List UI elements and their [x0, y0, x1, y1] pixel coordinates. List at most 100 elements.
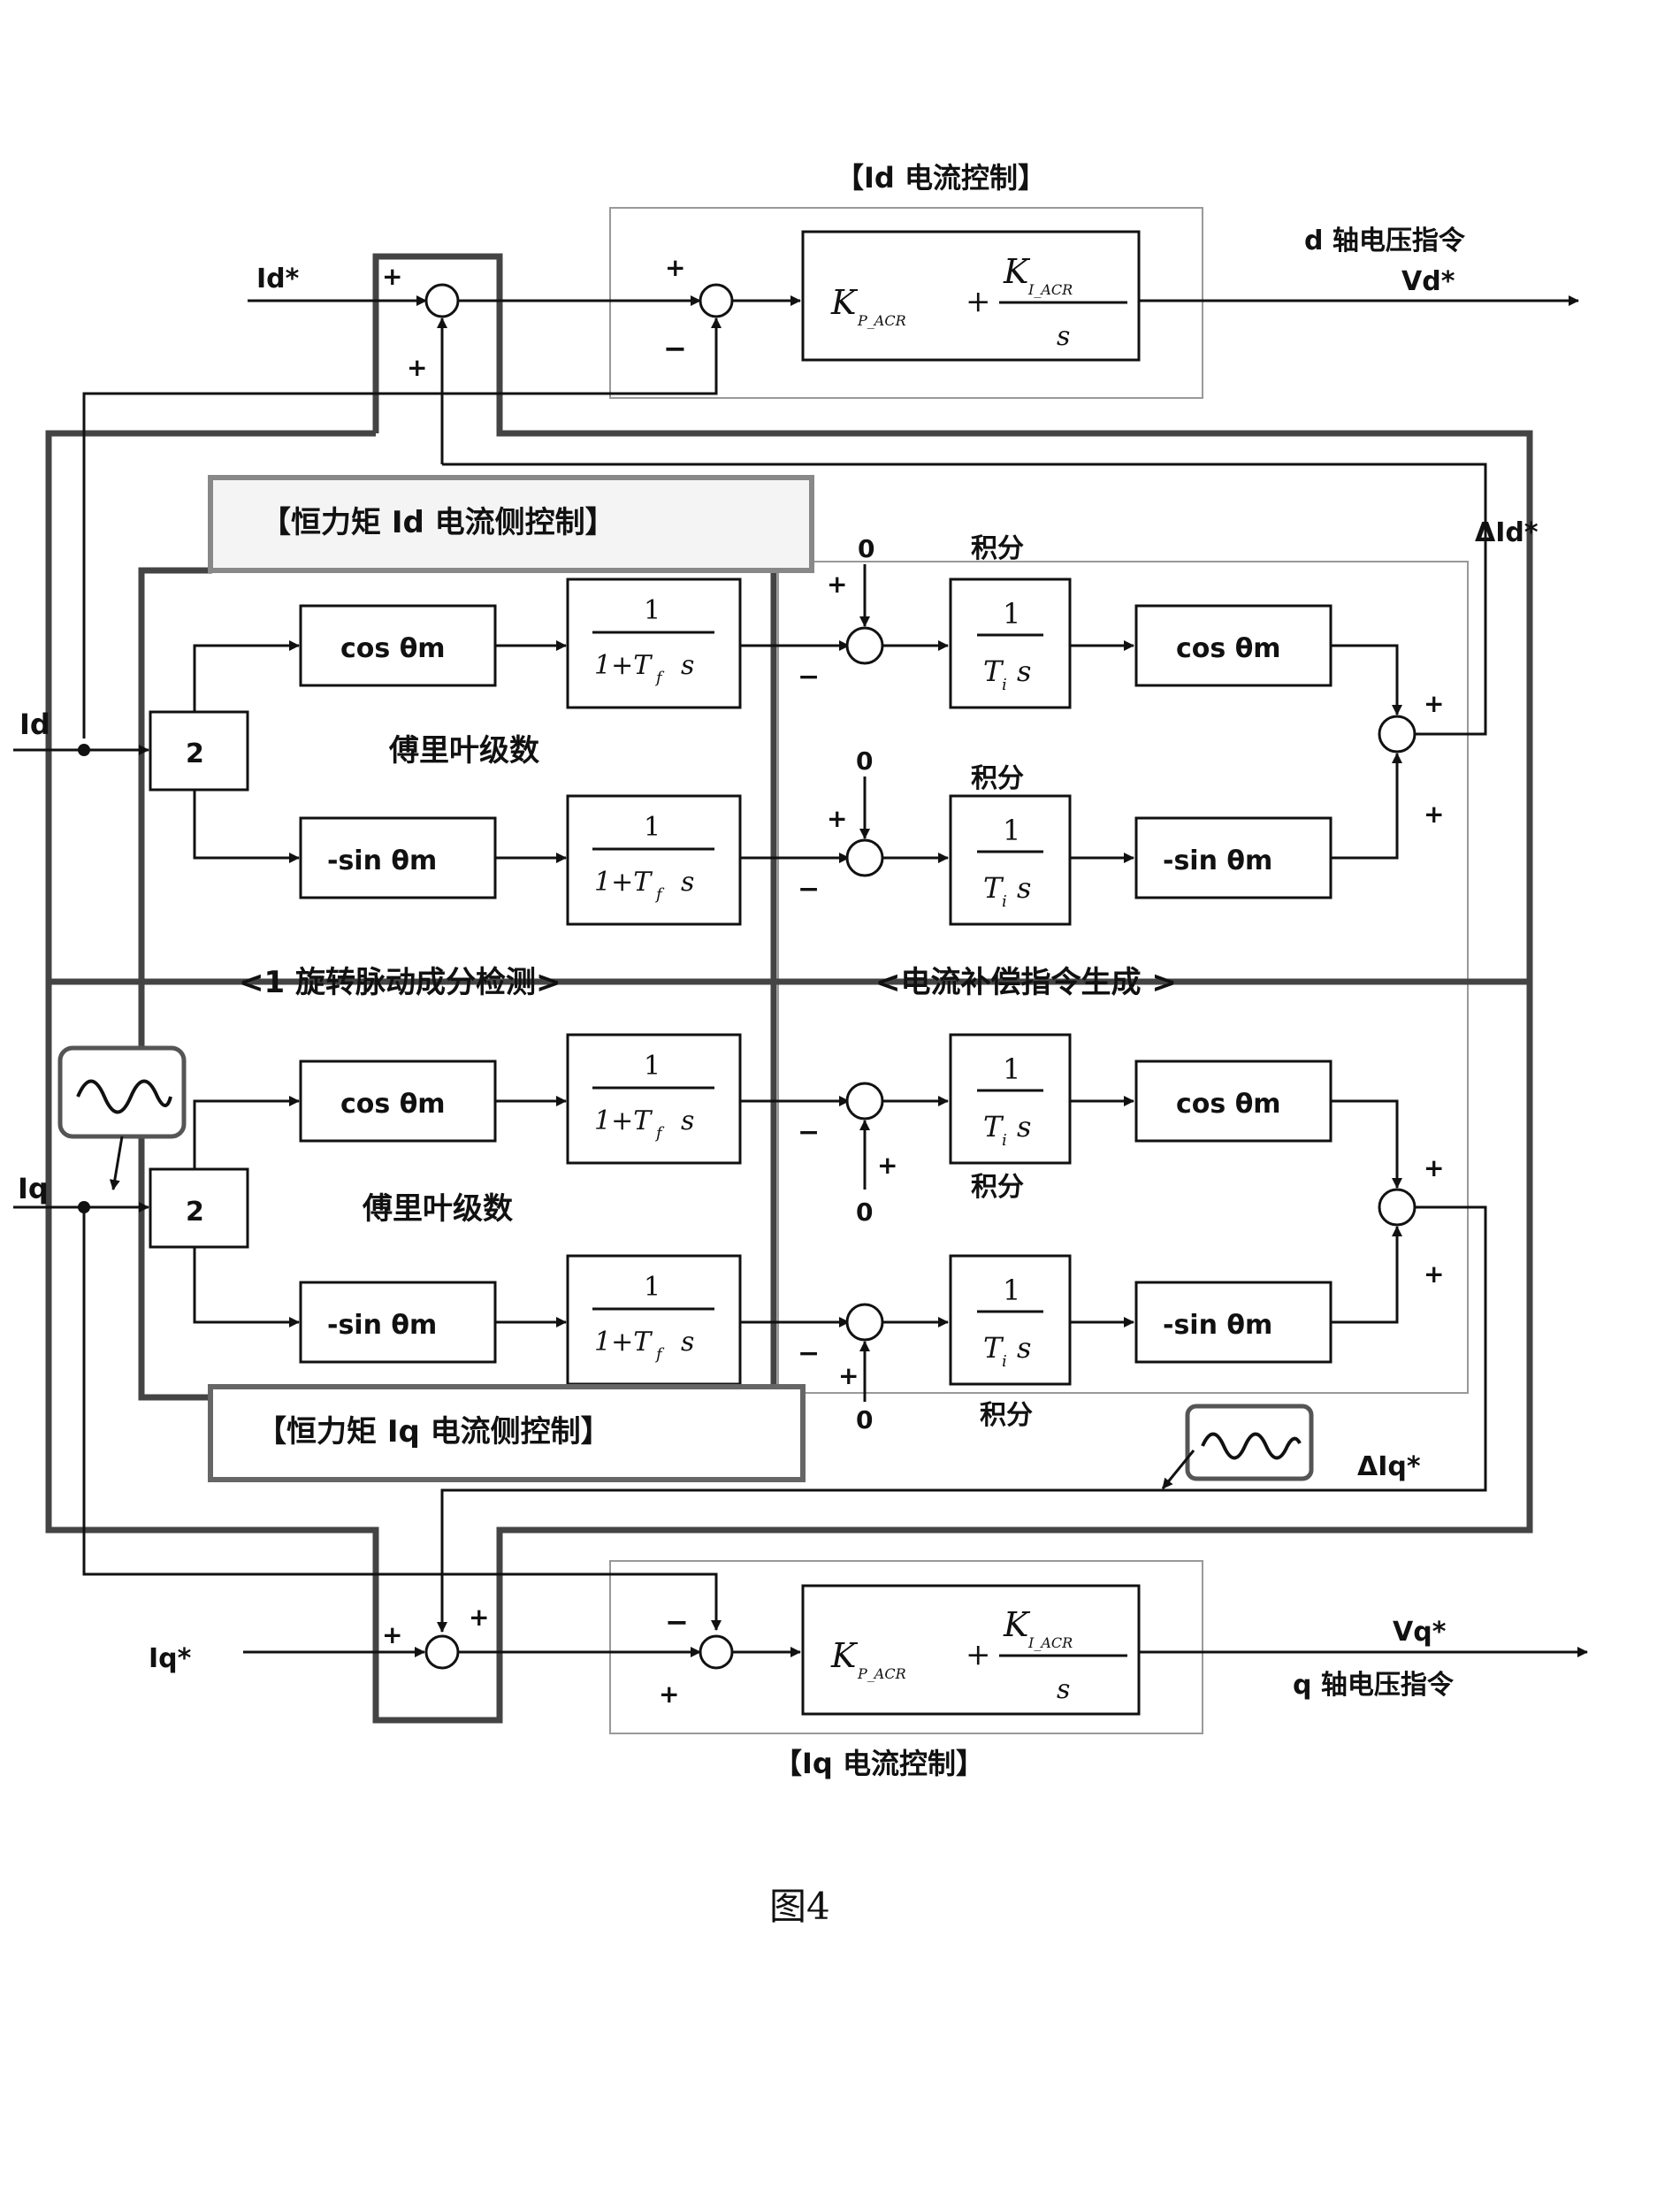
zero-iq-1: 0	[856, 1197, 873, 1227]
id-input-label: Id	[19, 708, 50, 741]
lpf-id-2-den-s: s	[681, 867, 694, 898]
lpf-id-2-num: 1	[644, 812, 661, 843]
sum4-plus: +	[659, 1679, 679, 1709]
cos-block-id-2	[1134, 604, 1333, 687]
summing-junction-iq-2	[699, 1634, 734, 1670]
summing-junction-id-row1	[845, 626, 884, 665]
int-iq-1-den-sub: i	[1002, 1131, 1007, 1150]
gain-2-id	[149, 710, 249, 792]
lpf-block-id-1	[566, 578, 742, 709]
sum1-plus-bottom: +	[407, 353, 427, 382]
const-torque-id-title: 【恒力矩 Id 电流侧控制】	[261, 505, 615, 540]
integral-label-iq-2: 积分	[980, 1400, 1033, 1431]
pi-controller-iq	[801, 1584, 1141, 1716]
int-iq-2-den: T	[983, 1331, 1004, 1365]
pi-iq-kp: K	[830, 1636, 859, 1675]
gain-2-iq-label: 2	[186, 1197, 204, 1228]
pi-id-s: s	[1057, 321, 1070, 352]
id-control-title: 【Id 电流控制】	[836, 161, 1046, 195]
summing-junction-iq-1	[424, 1634, 460, 1670]
delta-id-star-label: ΔId*	[1475, 517, 1539, 548]
int-id-2-den-sub: i	[1002, 892, 1007, 911]
waveform-left-to-iq-wire	[109, 1136, 124, 1190]
int-id-1-den-sub: i	[1002, 676, 1007, 694]
sum3-plus-top: +	[469, 1603, 489, 1632]
summing-junction-delta-iq	[1378, 1188, 1417, 1227]
const-torque-iq-title: 【恒力矩 Iq 电流侧控制】	[256, 1414, 611, 1450]
neg-sin-block-id-2-label: -sin θm	[1163, 845, 1272, 876]
sum4-minus: −	[665, 1605, 689, 1639]
lpf-block-iq-1	[566, 1033, 742, 1165]
gain-id-to-cos-wire	[193, 640, 300, 712]
cos-block-id-2-label: cos θm	[1176, 633, 1281, 664]
zero-id-1: 0	[858, 534, 874, 563]
lpf-id-1-den: 1+T	[594, 650, 653, 681]
sum-iq-1-plus: +	[877, 1151, 897, 1180]
sin-id-2-to-sum-wire	[1331, 753, 1402, 860]
int-iq-1-den-s: s	[1017, 1110, 1031, 1144]
figure-caption: 图4	[769, 1885, 830, 1928]
gain-id-to-sin-wire	[193, 790, 300, 863]
sum-id-out-plus-bottom: +	[1424, 799, 1444, 829]
pi-id-plus: +	[966, 284, 991, 319]
cos-block-id-1	[299, 604, 497, 687]
integrator-block-id-2	[949, 794, 1072, 926]
id-star-label: Id*	[256, 264, 300, 295]
sum-id-1-plus: +	[827, 570, 847, 599]
int-id-1-den: T	[983, 654, 1004, 688]
integrator-block-iq-2	[949, 1254, 1072, 1386]
zero-id-2: 0	[856, 746, 873, 776]
int-iq-2-den-s: s	[1017, 1331, 1031, 1365]
integrator-block-id-1	[949, 578, 1072, 709]
pi-id-ki-sub: I_ACR	[1027, 281, 1073, 298]
sum-iq-2-plus: +	[838, 1361, 859, 1390]
pi-id-ki: K	[1003, 252, 1031, 291]
sum2-minus: −	[663, 332, 687, 365]
delta-iq-output-wire	[437, 1205, 1487, 1633]
delta-id-feedback-wire-b	[442, 463, 1487, 736]
q-voltage-cmd-label: q 轴电压指令	[1293, 1670, 1455, 1701]
waveform-icon-right-box	[1185, 1404, 1314, 1481]
int-id-2-den-s: s	[1017, 871, 1031, 905]
gain-iq-to-sin-wire	[193, 1247, 300, 1327]
id-feedback-wire	[82, 317, 722, 738]
integral-label-id-1: 积分	[971, 533, 1024, 564]
int-id-1-num: 1	[1003, 597, 1020, 631]
iq-input-label: Iq	[18, 1172, 49, 1205]
sum-iq-out-plus-bottom: +	[1424, 1259, 1444, 1289]
pi-iq-plus: +	[966, 1637, 991, 1672]
int-iq-2-num: 1	[1003, 1274, 1020, 1307]
id-junction-dot	[78, 744, 90, 756]
iq-star-label: Iq*	[149, 1643, 192, 1674]
pi-iq-kp-sub: P_ACR	[857, 1665, 906, 1682]
iq-control-title: 【Iq 电流控制】	[774, 1747, 984, 1780]
neg-sin-block-id-1	[299, 816, 497, 899]
pi-iq-ki: K	[1003, 1605, 1031, 1644]
lpf-id-2-den: 1+T	[594, 867, 653, 898]
lpf-iq-1-den-s: s	[681, 1106, 694, 1136]
gain-2-id-label: 2	[186, 738, 204, 769]
fourier-series-iq-label: 傅里叶级数	[362, 1191, 513, 1227]
pulsation-detection-label: <1 旋转脉动成分检测>	[239, 965, 561, 1000]
integrator-block-iq-1	[949, 1033, 1072, 1165]
int-iq-2-den-sub: i	[1002, 1352, 1007, 1371]
pi-id-kp-sub: P_ACR	[857, 312, 906, 329]
sum-id-2-minus: −	[798, 874, 820, 905]
sum-id-1-minus: −	[798, 662, 820, 692]
neg-sin-block-iq-1-label: -sin θm	[327, 1310, 437, 1341]
summing-junction-iq-row2	[845, 1303, 884, 1342]
summing-junction-id-row2	[845, 838, 884, 877]
iq-feedback-wire	[82, 1207, 722, 1631]
int-iq-1-num: 1	[1003, 1052, 1020, 1086]
sum1-plus-left: +	[382, 262, 402, 291]
summing-junction-iq-row1	[845, 1082, 884, 1121]
sum-id-2-plus: +	[827, 804, 847, 833]
lpf-iq-1-den: 1+T	[594, 1106, 653, 1136]
lpf-iq-2-den: 1+T	[594, 1327, 653, 1358]
cos-id-2-to-sum-wire	[1331, 644, 1402, 715]
zero-iq-2: 0	[856, 1405, 873, 1434]
waveform-icon-right	[1201, 1432, 1302, 1460]
outer-frame-id-side	[372, 253, 1533, 1508]
vq-star-label: Vq*	[1393, 1617, 1447, 1648]
